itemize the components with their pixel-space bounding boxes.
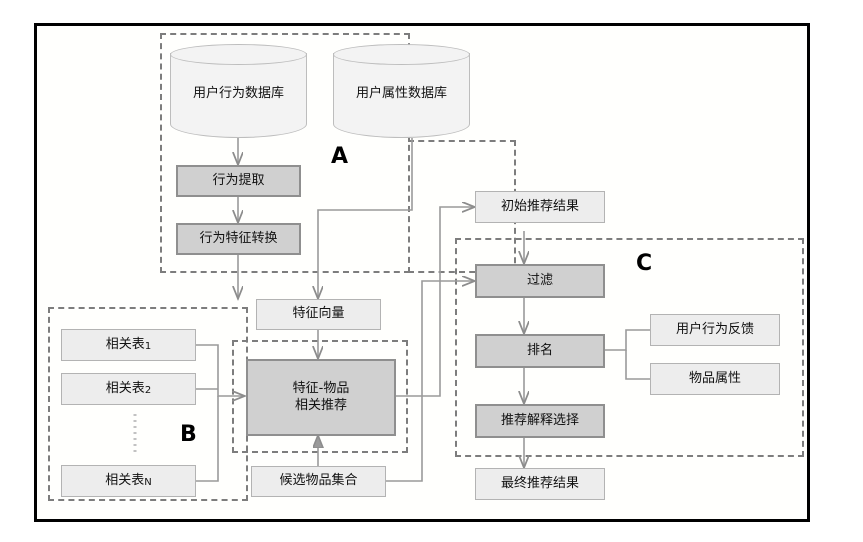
cylinder-top [170,44,307,65]
node-behavior-extract[interactable]: 行为提取 [176,165,301,197]
node-user-behavior-feedback[interactable]: 用户行为反馈 [650,314,780,346]
related-table-2-label: 相关表 [105,380,145,396]
feature-item-recommend-line1: 特征-物品 [292,381,350,397]
section-letter-c: C [636,251,653,276]
node-filter[interactable]: 过滤 [475,264,605,298]
node-feature-vector[interactable]: 特征向量 [256,299,381,330]
cylinder-body [170,53,307,138]
feature-item-recommend-line2: 相关推荐 [294,397,347,413]
db-user-attribute-label: 用户属性数据库 [355,85,447,101]
cylinder-top [333,44,470,65]
cylinder-body [333,53,470,138]
node-behavior-feature-transform[interactable]: 行为特征转换 [176,223,301,255]
related-table-2-index: 2 [144,384,152,396]
db-user-behavior-label: 用户行为数据库 [192,85,284,101]
db-user-behavior[interactable]: 用户行为数据库 [170,44,307,138]
node-initial-result[interactable]: 初始推荐结果 [475,191,605,223]
db-user-attribute[interactable]: 用户属性数据库 [333,44,470,138]
section-letter-b: B [180,422,197,447]
section-letter-a: A [331,144,349,169]
related-table-n-label: 相关表 [105,472,145,488]
related-table-n-index: N [144,476,152,488]
node-explanation-select[interactable]: 推荐解释选择 [475,404,605,438]
related-table-1-index: 1 [144,340,152,352]
node-item-attribute[interactable]: 物品属性 [650,363,780,395]
node-ranking[interactable]: 排名 [475,334,605,368]
node-final-result[interactable]: 最终推荐结果 [475,468,605,500]
node-feature-item-recommend[interactable]: 特征-物品 相关推荐 [246,359,396,436]
node-candidate-item-set[interactable]: 候选物品集合 [251,466,386,497]
related-table-1-label: 相关表 [105,336,145,352]
